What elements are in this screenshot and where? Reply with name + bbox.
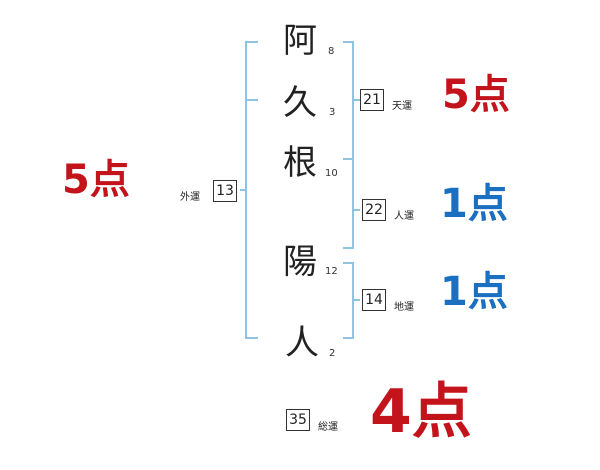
gaikaku-bracket [240,41,258,339]
chikaku-bracket [343,262,360,339]
tenkaku-label: 天運 [392,101,412,112]
name-char-2: 久 [283,83,317,123]
stroke-count-1: 8 [328,46,335,57]
stroke-count-5: 2 [329,348,336,359]
name-char-3: 根 [283,143,317,183]
name-char-5: 人 [285,323,319,363]
tenkaku-bracket [343,41,360,160]
name-char-1: 阿 [283,21,317,61]
tenkaku-value: 21 [360,89,384,111]
tenkaku-score: 5点 [442,72,510,118]
stroke-count-2: 3 [329,107,336,118]
jinkaku-label: 人運 [394,211,414,222]
stroke-count-4: 12 [325,266,338,277]
jinkaku-bracket [343,158,360,249]
stroke-count-3: 10 [325,168,338,179]
jinkaku-value: 22 [362,199,386,221]
gaikaku-value: 13 [213,180,237,202]
chikaku-score: 1点 [440,269,508,315]
gaikaku-score: 5点 [62,157,130,203]
gaikaku-label: 外運 [180,192,200,203]
chikaku-value: 14 [362,289,386,311]
chikaku-label: 地運 [394,302,414,313]
soukaku-score: 4点 [370,377,472,447]
jinkaku-score: 1点 [440,181,508,227]
soukaku-label: 総運 [318,422,338,433]
soukaku-value: 35 [286,409,310,431]
name-char-4: 陽 [283,242,317,282]
